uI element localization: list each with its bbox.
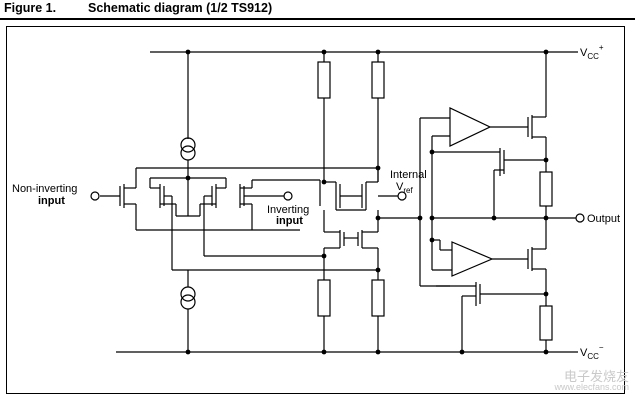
current-source-top-icon-2	[180, 145, 196, 161]
current-source-bottom-icon	[180, 286, 196, 302]
current-source-top-icon	[180, 137, 196, 153]
resistor-r4-icon	[371, 279, 385, 317]
inverting-label-2: input	[276, 215, 303, 227]
junction-dots	[185, 49, 549, 355]
amplifier-upper-icon	[449, 107, 492, 147]
resistor-r2-icon	[371, 61, 385, 99]
figure-title: Schematic diagram (1/2 TS912)	[88, 1, 273, 15]
output-terminal-icon	[575, 213, 585, 223]
internal-label: Internal	[390, 169, 427, 181]
non-inverting-terminal-icon	[90, 191, 100, 201]
schematic-wires	[100, 51, 578, 353]
vref-label: Vref	[396, 181, 413, 195]
current-source-bottom-icon-2	[180, 294, 196, 310]
vcc-plus-label: VCC+	[580, 43, 604, 61]
resistor-r6-icon	[539, 305, 553, 341]
resistor-r1-icon	[317, 61, 331, 99]
vref-terminal-icon	[397, 191, 407, 201]
non-inverting-label-1: Non-inverting	[12, 183, 77, 195]
figure-number: Figure 1.	[4, 1, 57, 15]
watermark-line-2: www.elecfans.com	[554, 382, 629, 392]
watermark-line-1: 电子发烧友	[563, 369, 629, 384]
non-inverting-label-2: input	[38, 195, 65, 207]
inverting-label-1: Inverting	[267, 204, 309, 216]
header-rule	[0, 18, 635, 20]
resistor-r3-icon	[317, 279, 331, 317]
figure-header: Figure 1. Schematic diagram (1/2 TS912)	[4, 1, 631, 17]
amplifier-lower-icon	[451, 241, 494, 277]
vcc-minus-label: VCC−	[580, 343, 604, 361]
output-label: Output	[587, 213, 620, 225]
resistor-r5-icon	[539, 171, 553, 207]
watermark: 电子发烧友 www.elecfans.com	[554, 369, 629, 393]
inverting-terminal-icon	[283, 191, 293, 201]
diagram-frame	[6, 26, 625, 394]
